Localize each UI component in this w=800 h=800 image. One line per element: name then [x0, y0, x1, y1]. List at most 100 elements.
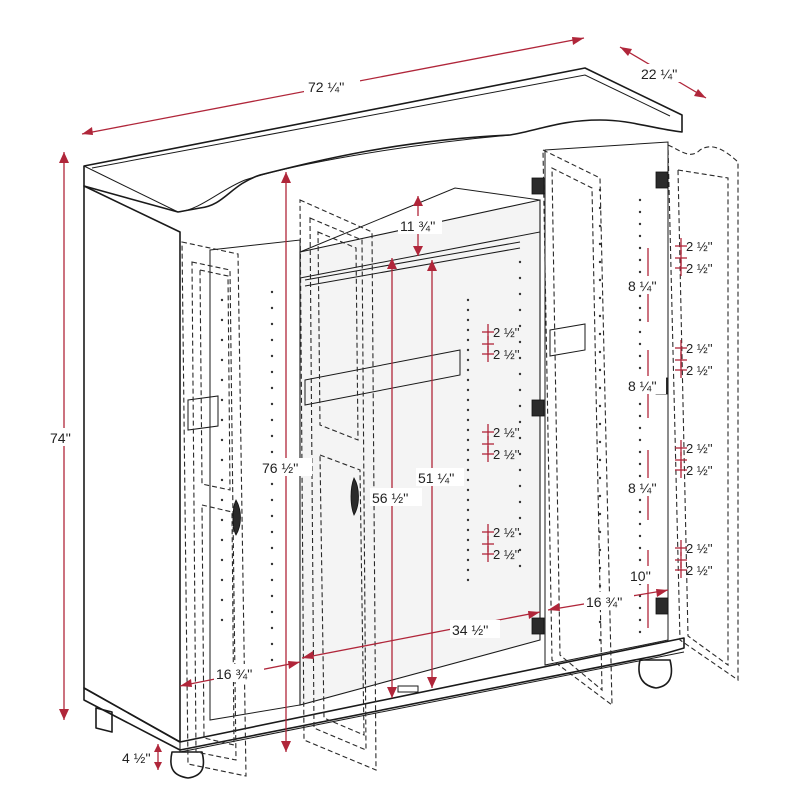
- arrow-icon: [620, 47, 632, 56]
- hinge-icon: [531, 617, 545, 635]
- center-door-outline: [299, 199, 377, 771]
- arrow-icon: [528, 611, 540, 619]
- pin-hole: [518, 308, 522, 312]
- pin-hole: [466, 518, 470, 522]
- pin-hole: [518, 260, 522, 264]
- pin-hole: [638, 606, 642, 610]
- pin-hole: [466, 378, 470, 382]
- pin-hole: [220, 358, 224, 362]
- right-bar: [549, 323, 586, 357]
- pin-hole: [466, 568, 470, 572]
- hinge-icon: [655, 171, 669, 189]
- right-partition: [544, 141, 669, 666]
- arrow-icon: [59, 709, 69, 720]
- pin-hole: [518, 484, 522, 488]
- pin-hole: [220, 438, 224, 442]
- label-right-gap-1: 8 ¼'': [628, 278, 657, 294]
- label-right-spacing-2: 2 ½'': [686, 261, 713, 276]
- crown-edge: [83, 134, 511, 213]
- center-door-handle: [350, 477, 359, 516]
- pin-hole: [598, 476, 602, 480]
- center-door-inner: [309, 217, 367, 751]
- pin-hole: [466, 548, 470, 552]
- pin-hole: [270, 322, 274, 326]
- pin-hole: [598, 548, 602, 552]
- crown-top: [83, 67, 683, 213]
- pin-hole: [638, 438, 642, 442]
- label-left-width: 16 ¾'': [216, 666, 252, 682]
- label-rod-clearance: 51 ¼'': [418, 470, 454, 486]
- label-hanging-height: 56 ½'': [372, 490, 408, 506]
- pin-hole: [466, 458, 470, 462]
- label-bg: [416, 468, 464, 486]
- pin-hole: [598, 224, 602, 228]
- pin-hole: [518, 372, 522, 376]
- pin-hole: [638, 618, 642, 622]
- label-bg: [638, 64, 688, 82]
- label-inside-height: 76 ½'': [262, 460, 298, 476]
- pin-hole: [638, 210, 642, 214]
- pin-hole: [518, 324, 522, 328]
- label-right-spacing-5: 2 ½'': [686, 441, 713, 456]
- pin-hole: [466, 508, 470, 512]
- pin-hole: [270, 338, 274, 342]
- label-right-spacing-8: 2 ½'': [686, 563, 713, 578]
- pin-hole: [466, 418, 470, 422]
- pin-hole: [638, 558, 642, 562]
- pin-hole: [518, 548, 522, 552]
- leg-front-right: [638, 659, 673, 689]
- pin-hole: [518, 468, 522, 472]
- center-bar: [304, 349, 461, 406]
- arrow-icon: [59, 152, 69, 163]
- label-mid-spacing-1: 2 ½'': [493, 325, 520, 340]
- label-top-shelf-gap: 11 ¾'': [400, 218, 435, 234]
- arrow-icon: [154, 744, 162, 752]
- pin-hole: [270, 626, 274, 630]
- pin-hole: [518, 564, 522, 568]
- pin-hole: [598, 368, 602, 372]
- pin-hole: [220, 298, 224, 302]
- label-bg: [214, 664, 264, 682]
- label-mid-spacing-6: 2 ½'': [493, 547, 520, 562]
- pin-hole: [638, 318, 642, 322]
- pin-hole: [638, 510, 642, 514]
- left-door-inner: [191, 261, 237, 761]
- label-bg: [48, 428, 82, 446]
- pin-hole: [598, 350, 602, 354]
- pin-hole: [220, 378, 224, 382]
- pin-hole: [466, 528, 470, 532]
- dim-center-width-line: [301, 611, 541, 659]
- pin-hole: [598, 440, 602, 444]
- hanging-rod: [304, 241, 521, 287]
- pin-hole: [466, 338, 470, 342]
- leg-front-left: [170, 751, 205, 779]
- pin-hole: [466, 358, 470, 362]
- hinge-icon: [531, 177, 545, 195]
- pin-hole: [598, 206, 602, 210]
- pin-hole: [638, 402, 642, 406]
- label-right-gap-3: 8 ¼'': [628, 480, 657, 496]
- label-bg: [260, 458, 312, 476]
- center-door-panel-top: [317, 231, 359, 441]
- mid-shelf-ticks: [482, 324, 494, 562]
- pin-hole: [518, 276, 522, 280]
- pin-hole: [638, 474, 642, 478]
- label-bg: [398, 216, 442, 234]
- pin-hole: [270, 498, 274, 502]
- base-pull: [397, 685, 419, 693]
- pin-hole: [466, 468, 470, 472]
- pin-hole: [270, 402, 274, 406]
- label-center-width: 34 ½'': [452, 622, 488, 638]
- pin-hole: [598, 332, 602, 336]
- pin-hole: [270, 642, 274, 646]
- pin-hole: [638, 258, 642, 262]
- pin-hole: [638, 222, 642, 226]
- pin-hole: [270, 434, 274, 438]
- pin-hole: [518, 388, 522, 392]
- pin-hole: [270, 578, 274, 582]
- pin-hole: [270, 450, 274, 454]
- pin-hole: [638, 426, 642, 430]
- pin-hole: [270, 610, 274, 614]
- pin-hole: [466, 428, 470, 432]
- pin-hole: [220, 538, 224, 542]
